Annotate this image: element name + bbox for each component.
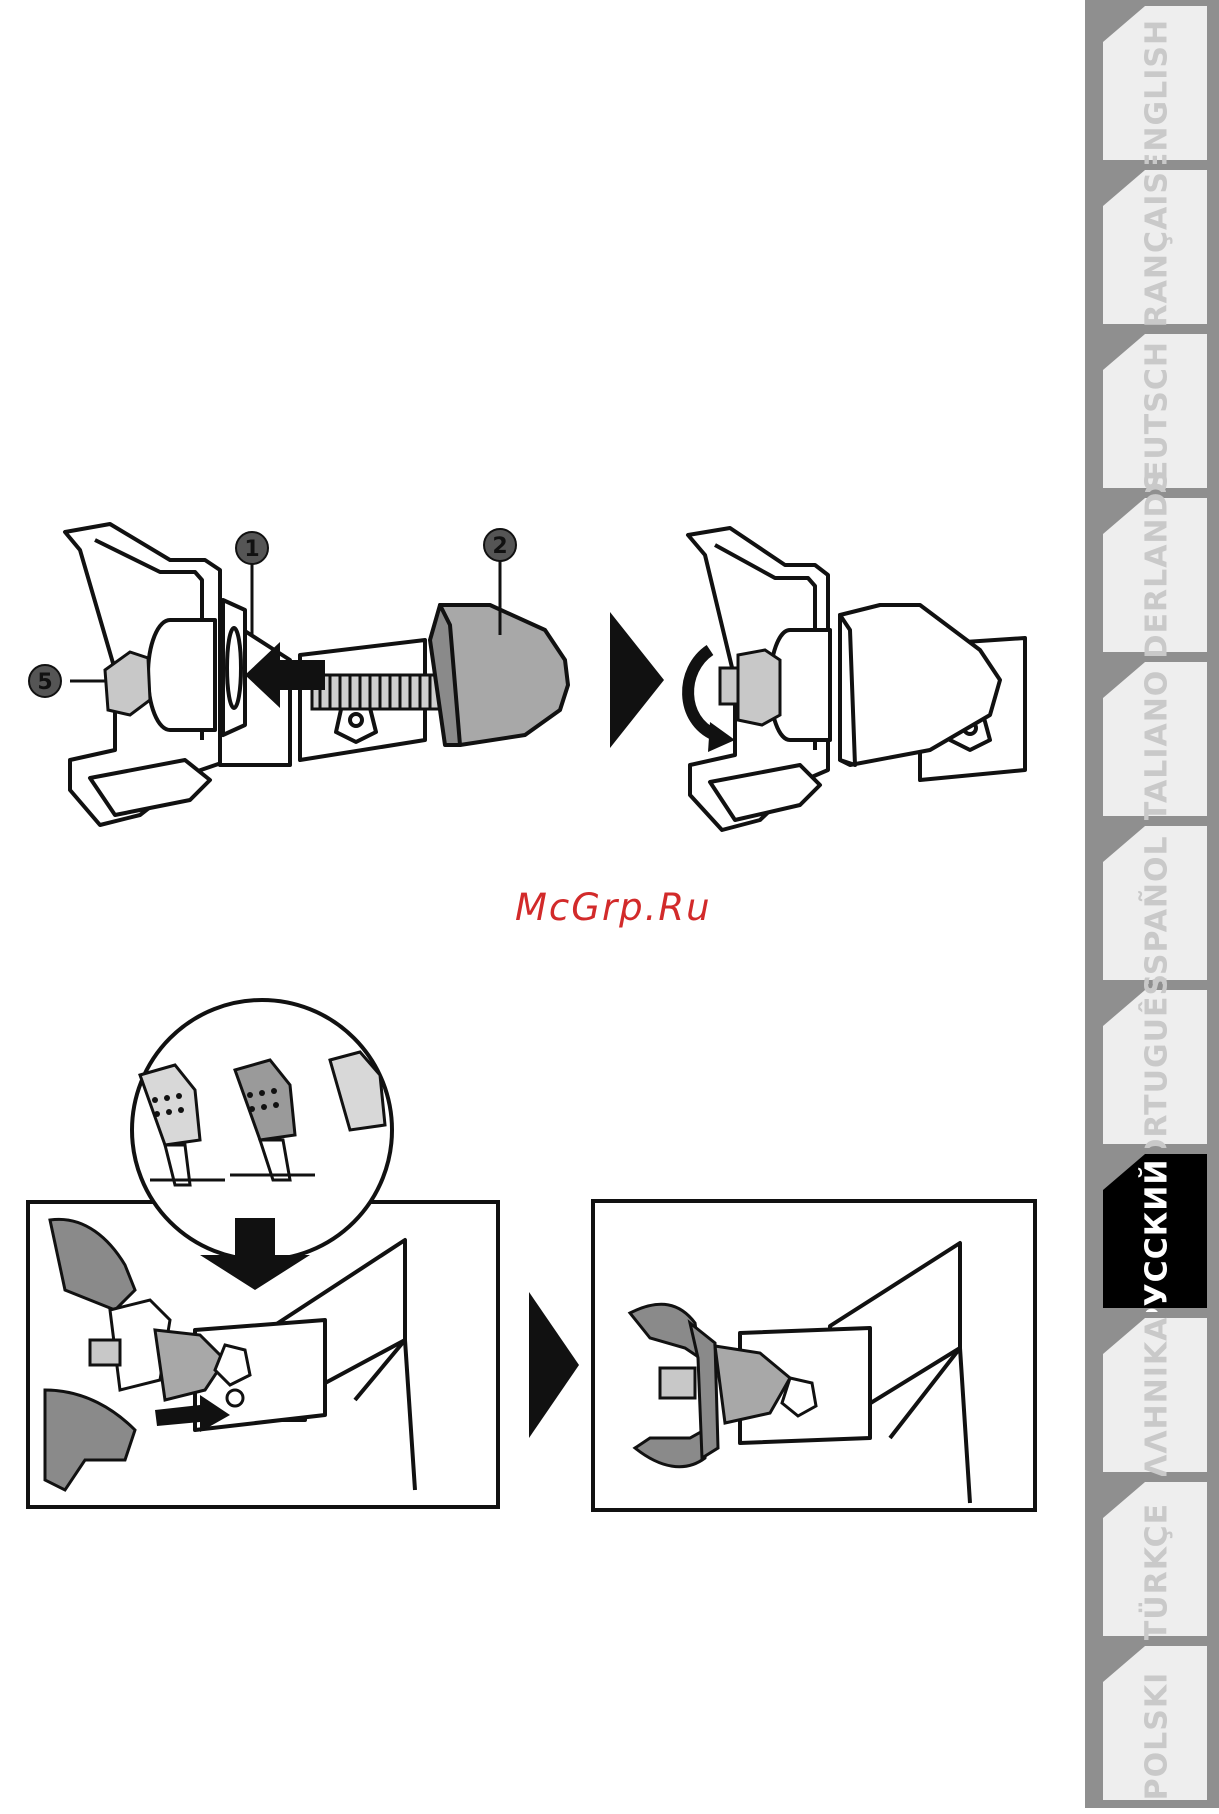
step-arrow-icon	[527, 1290, 582, 1440]
lang-tab-11[interactable]: POLSKI	[1085, 1640, 1219, 1808]
watermark-text: McGrp.Ru	[515, 886, 712, 929]
clamp-assembly-step-2-illustration	[680, 520, 1040, 850]
pedal-installation-step-1-illustration	[25, 990, 505, 1520]
pedal-installation-step-2-illustration	[590, 1198, 1040, 1513]
lang-tab-10[interactable]: TÜRKÇE	[1085, 1476, 1219, 1644]
lang-tab-6[interactable]: ESPAÑOL	[1085, 820, 1219, 988]
step-arrow-icon	[608, 610, 668, 750]
lang-tab-label: ΕΛΛΗΝΙΚΑ	[1140, 1317, 1175, 1500]
callout-5-label: 5	[37, 670, 52, 695]
lang-tab-label: РУССКИЙ	[1140, 1159, 1175, 1330]
lang-tab-label: POLSKI	[1140, 1672, 1175, 1801]
lang-tab-9[interactable]: ΕΛΛΗΝΙΚΑ	[1085, 1312, 1219, 1480]
callout-2-label: 2	[492, 534, 507, 559]
lang-tab-4[interactable]: NEDERLANDS	[1085, 492, 1219, 660]
lang-tab-7[interactable]: PORTUGUÊS	[1085, 984, 1219, 1152]
lang-tab-label: ENGLISH	[1140, 19, 1175, 173]
lang-tab-8[interactable]: РУССКИЙ	[1085, 1148, 1219, 1316]
callout-1-label: 1	[244, 537, 259, 562]
lang-tab-1[interactable]: ENGLISH	[1085, 0, 1219, 168]
lang-tab-label: ITALIANO	[1140, 670, 1175, 835]
lang-tab-label: TÜRKÇE	[1140, 1503, 1175, 1641]
clamp-assembly-step-1-illustration: 5 1 2	[20, 510, 580, 850]
lang-tab-2[interactable]: FRANÇAIS	[1085, 164, 1219, 332]
lang-tab-5[interactable]: ITALIANO	[1085, 656, 1219, 824]
lang-tab-label: FRANÇAIS	[1140, 171, 1175, 349]
